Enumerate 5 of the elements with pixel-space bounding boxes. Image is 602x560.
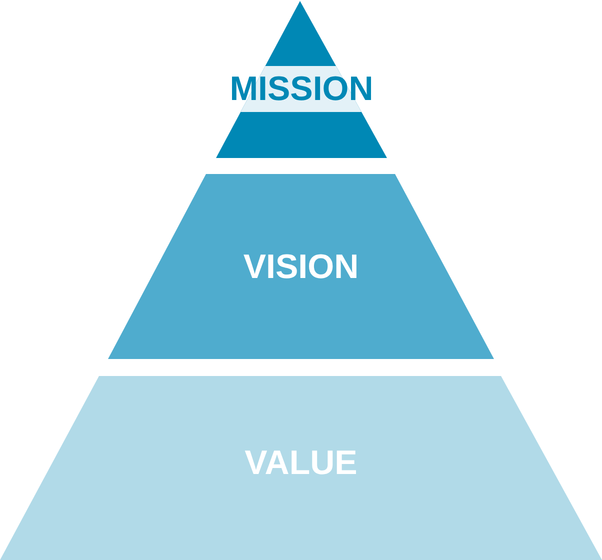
pyramid-tier: [0, 376, 602, 560]
tier-label: MISSION: [230, 69, 374, 110]
tier-label: VISION: [243, 247, 359, 288]
pyramid-tier: [108, 174, 494, 359]
tier-label: VALUE: [244, 443, 358, 484]
